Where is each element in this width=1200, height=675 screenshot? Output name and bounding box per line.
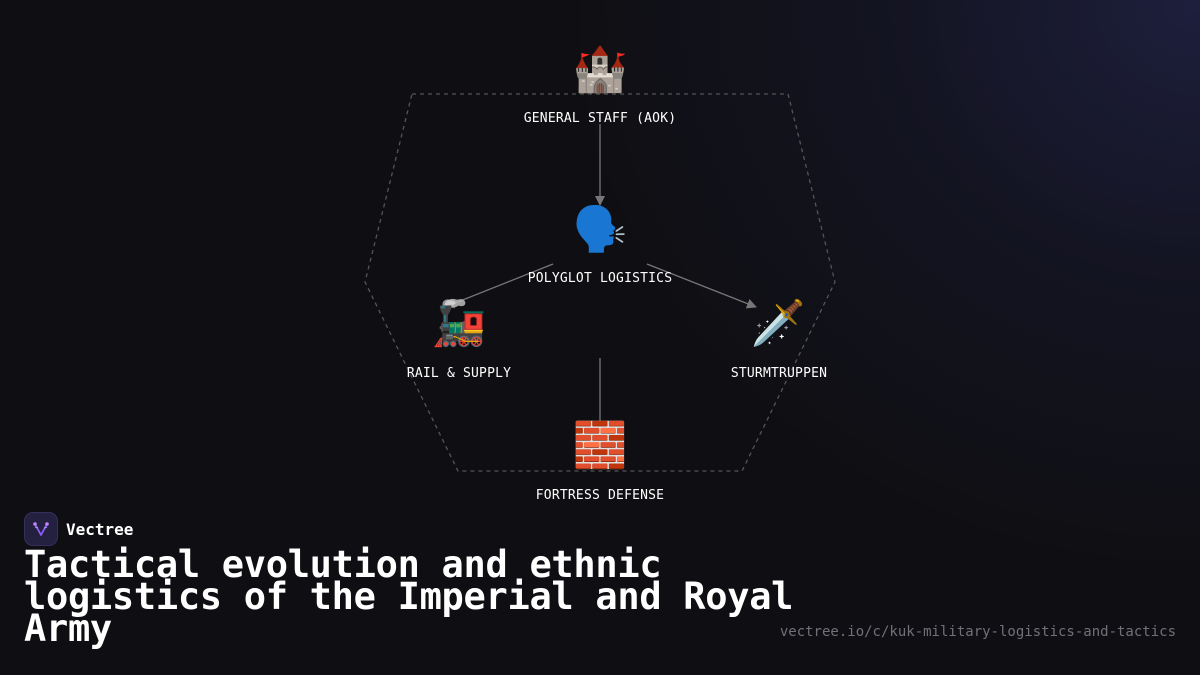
- brick-icon: 🧱: [572, 420, 628, 471]
- node-label-general-staff: GENERAL STAFF (AOK): [523, 111, 677, 126]
- edge-polyglot-logistics-to-sturmtruppen: [646, 263, 757, 309]
- node-label-polyglot-logistics: POLYGLOT LOGISTICS: [527, 271, 673, 286]
- edge-polyglot-logistics-to-rail-supply: [444, 263, 554, 309]
- locomotive-icon: 🚂: [431, 298, 487, 349]
- node-label-rail-supply: RAIL & SUPPLY: [406, 366, 512, 381]
- brand-name: Vectree: [66, 519, 134, 539]
- brand: Vectree: [24, 512, 133, 546]
- castle-icon: 🏰: [572, 44, 628, 95]
- diagram-outline: [364, 93, 836, 472]
- page-title: Tactical evolution and ethnic logistics …: [24, 543, 794, 650]
- speaking-head-icon: 🗣️: [572, 204, 628, 255]
- node-label-fortress-defense: FORTRESS DEFENSE: [535, 488, 665, 503]
- source-url[interactable]: vectree.io/c/kuk-military-logistics-and-…: [779, 624, 1176, 640]
- dagger-icon: 🗡️: [750, 298, 806, 349]
- vectree-logo-icon: [24, 512, 58, 546]
- node-label-sturmtruppen: STURMTRUPPEN: [730, 366, 828, 381]
